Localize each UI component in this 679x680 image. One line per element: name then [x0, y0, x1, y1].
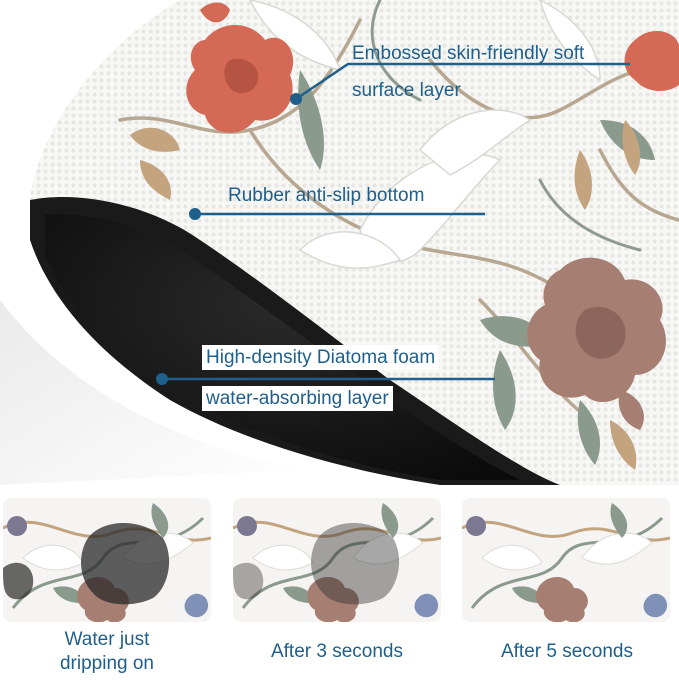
thumb-wet-stain — [311, 523, 400, 605]
white-leaves — [249, 0, 601, 269]
thumb-mauve-flower — [307, 577, 359, 622]
callout-foam-line1: High-density Diatoma foam — [202, 345, 440, 370]
coral-flower-top — [186, 2, 294, 133]
callout-rubber-bottom: Rubber anti-slip bottom — [228, 185, 425, 206]
thumb-water-dripping — [3, 498, 211, 622]
mat-illustration — [0, 0, 679, 485]
callout-lines — [162, 62, 630, 381]
thumb-white-leaf — [252, 544, 314, 571]
thumb-blue-flower — [184, 593, 209, 618]
caption-stage-2: After 3 seconds — [270, 641, 404, 662]
thumb-mauve-flower — [536, 577, 588, 622]
mauve-flower — [527, 257, 666, 430]
thumb-purple-flower — [466, 516, 486, 536]
callout-surface-line1: Embossed skin-friendly soft — [352, 43, 585, 64]
callout-surface-line2: surface layer — [352, 80, 461, 101]
thumb-blue-flower — [643, 593, 668, 618]
callout-dots — [156, 93, 302, 385]
callout-foam-line2: water-absorbing layer — [202, 386, 393, 411]
thumb-wet-stain — [81, 523, 170, 605]
thumb-sage-leaf — [283, 586, 315, 604]
caption-stage-1-line1: Water just — [64, 629, 150, 650]
tan-ornaments — [130, 120, 641, 470]
coral-flower-right — [624, 30, 679, 92]
floor-shadow — [0, 300, 300, 485]
thumb-sage-leaf — [512, 586, 544, 604]
caption-stage-3: After 5 seconds — [500, 641, 634, 662]
thumb-white-leaf — [481, 544, 543, 571]
thumb-sage-leaf — [381, 503, 399, 538]
caption-stage-1: Water just dripping on — [0, 628, 227, 676]
thumb-purple-flower — [237, 516, 257, 536]
caption-stage-1-line2: dripping on — [59, 653, 155, 674]
thumb-white-leaf — [581, 532, 653, 565]
thumb-white-leaf — [352, 532, 424, 565]
thumb-pattern — [3, 498, 211, 622]
thumb-pattern — [462, 498, 670, 622]
thumb-blue-flower — [414, 593, 439, 618]
thumb-wet-stain — [233, 562, 264, 600]
thumb-wet-stain — [3, 562, 34, 600]
thumb-sage-leaf — [610, 503, 628, 538]
thumb-after-3-seconds — [233, 498, 441, 622]
sage-leaves — [298, 70, 655, 465]
thumb-sage-leaf — [151, 503, 169, 538]
thumb-pattern — [233, 498, 441, 622]
thumb-purple-flower — [7, 516, 27, 536]
product-hero-image: Embossed skin-friendly soft surface laye… — [0, 0, 679, 485]
thumb-after-5-seconds — [462, 498, 670, 622]
thumb-sage-leaf — [53, 586, 85, 604]
